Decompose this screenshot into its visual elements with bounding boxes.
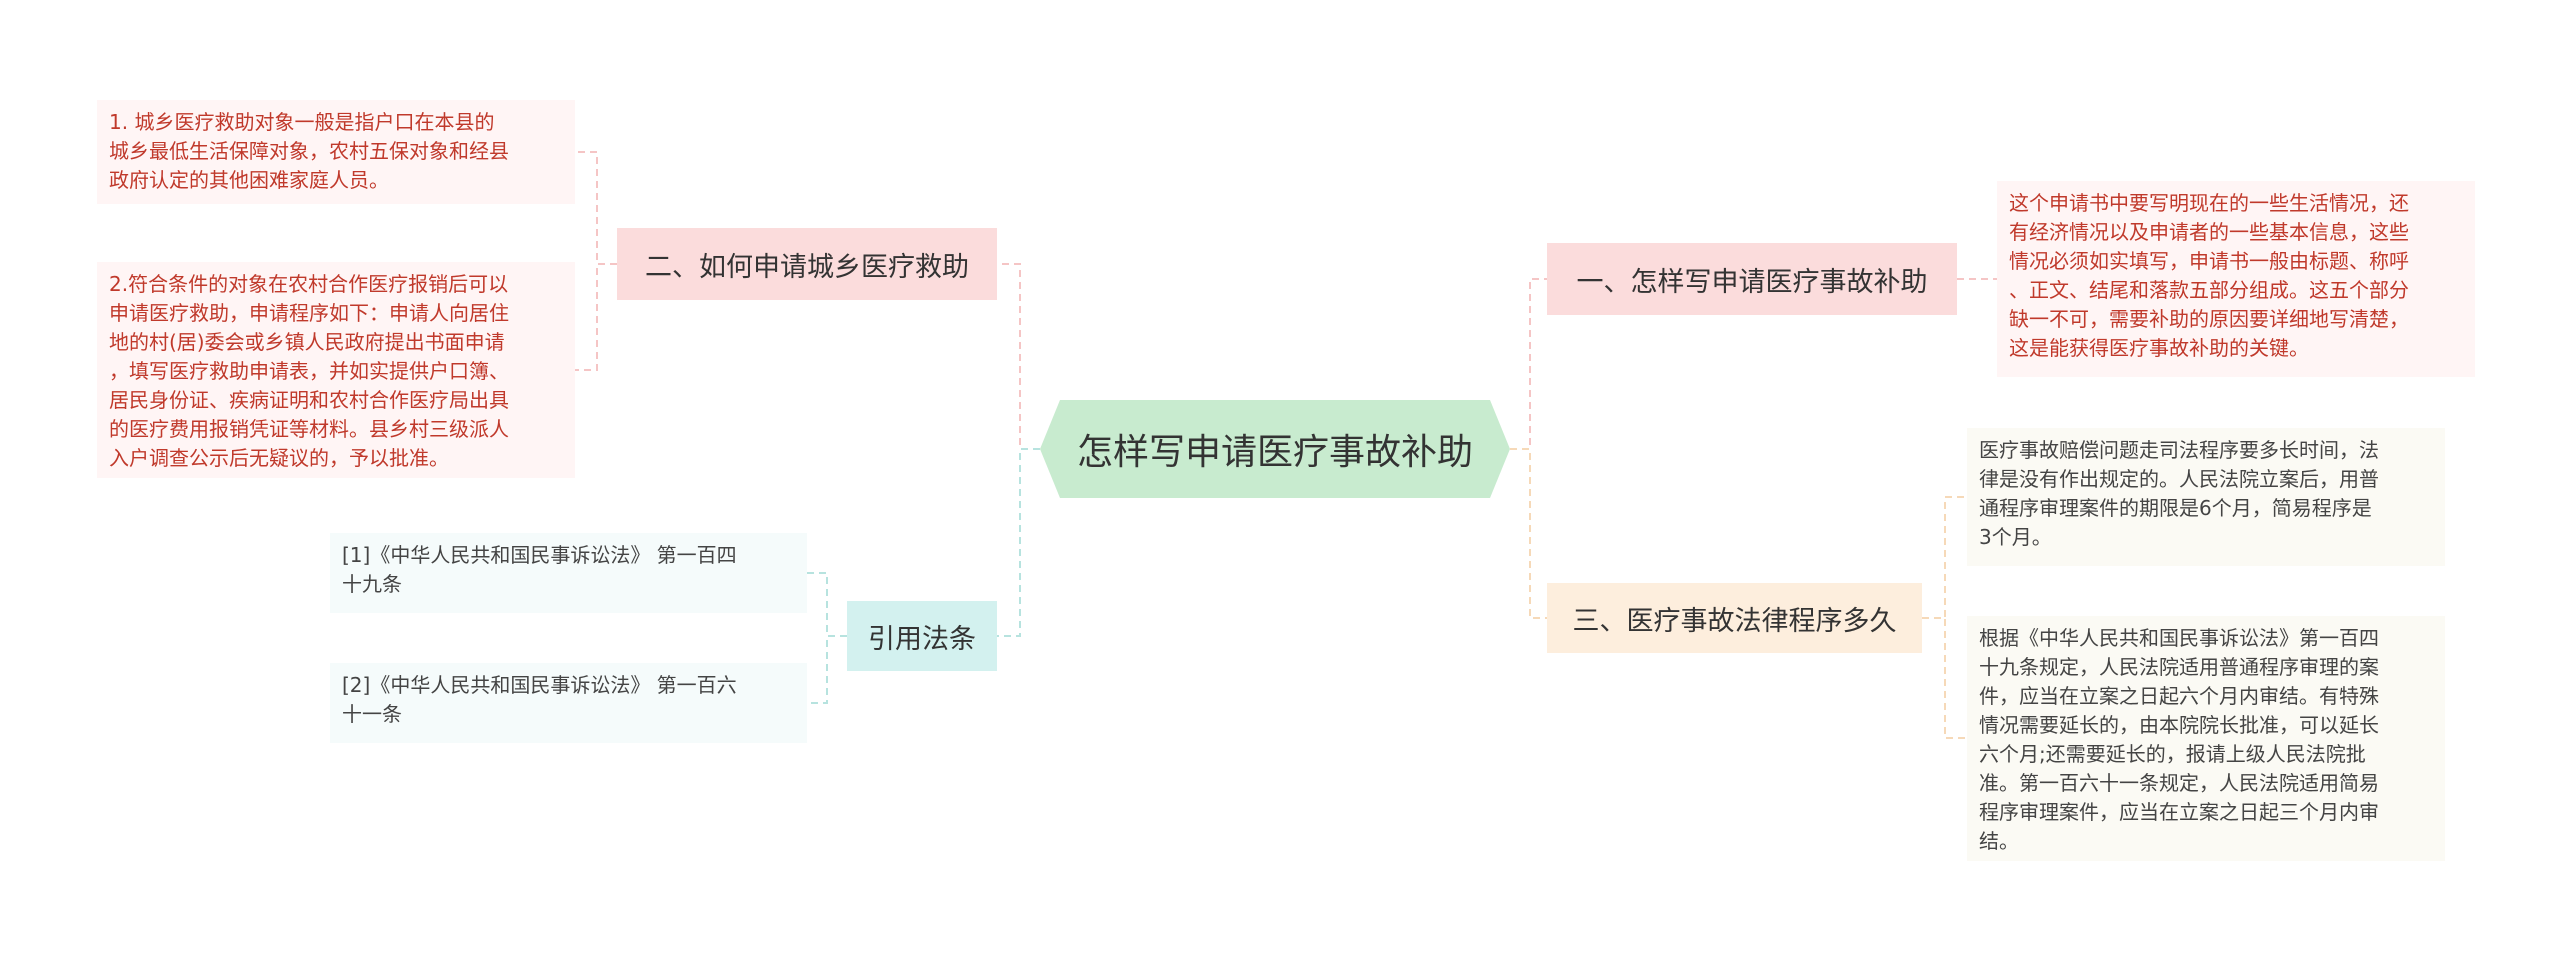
link-branch2-leaf2	[575, 263, 617, 371]
leaf-procedure-time-limit: 医疗事故赔偿问题走司法程序要多长时间，法 律是没有作出规定的。人民法院立案后，用…	[1967, 428, 2445, 566]
leaf-medical-aid-procedure: 2.符合条件的对象在农村合作医疗报销后可以 申请医疗救助，申请程序如下：申请人向…	[97, 262, 575, 478]
link-branch3-leaf1	[1922, 496, 1967, 619]
central-topic[interactable]: 怎样写申请医疗事故补助	[1040, 400, 1510, 498]
leaf-cited-law-1: [1]《中华人民共和国民事诉讼法》 第一百四 十九条	[330, 533, 807, 613]
link-branch3-leaf2	[1922, 617, 1967, 739]
branch-legal-procedure-duration[interactable]: 三、医疗事故法律程序多久	[1547, 583, 1922, 653]
branch-cited-laws[interactable]: 引用法条	[847, 601, 997, 671]
branch-how-to-apply-medical-aid[interactable]: 二、如何申请城乡医疗救助	[617, 228, 997, 300]
link-refs-leaf1	[807, 572, 847, 637]
link-center-branch3	[1510, 448, 1547, 619]
branch-how-to-write-application[interactable]: 一、怎样写申请医疗事故补助	[1547, 243, 1957, 315]
link-branch2-leaf1	[575, 151, 617, 265]
link-center-branch1	[1510, 278, 1547, 450]
link-refs-leaf2	[807, 635, 847, 704]
link-center-branch2	[997, 263, 1040, 450]
leaf-cited-law-2: [2]《中华人民共和国民事诉讼法》 第一百六 十一条	[330, 663, 807, 743]
leaf-medical-aid-targets: 1. 城乡医疗救助对象一般是指户口在本县的 城乡最低生活保障对象，农村五保对象和…	[97, 100, 575, 204]
leaf-application-content: 这个申请书中要写明现在的一些生活情况，还 有经济情况以及申请者的一些基本信息，这…	[1997, 181, 2475, 377]
leaf-civil-procedure-law-provisions: 根据《中华人民共和国民事诉讼法》第一百四 十九条规定，人民法院适用普通程序审理的…	[1967, 616, 2445, 861]
link-center-refs	[997, 448, 1040, 637]
